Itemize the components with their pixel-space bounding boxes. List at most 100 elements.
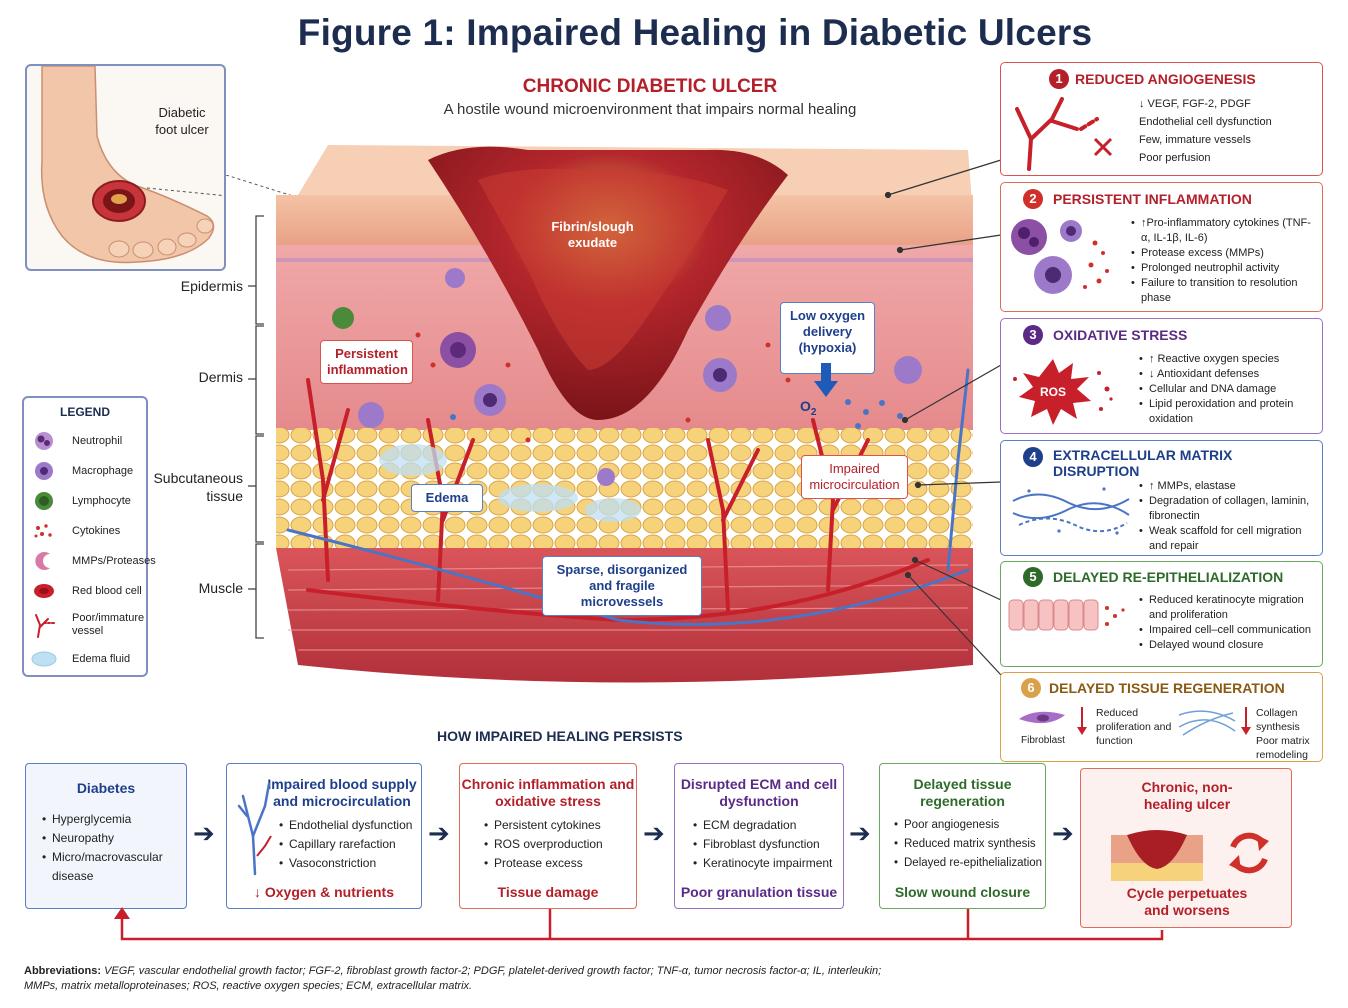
main-heading: CHRONIC DIABETIC ULCER: [522, 76, 778, 97]
panel-persistent-inflammation: 2 PERSISTENT INFLAMMATION ↑Pro-inflammat…: [1000, 182, 1323, 312]
flow-box-ecm: Disrupted ECM and cell dysfunction ECM d…: [674, 763, 844, 909]
edema-icon: [31, 651, 57, 667]
flow-box-footer: Cycle perpetuates and worsens: [1126, 885, 1248, 918]
foot-inset: Diabetic foot ulcer: [25, 64, 226, 271]
fibroblast-icon: [1019, 711, 1065, 724]
flow-box-title: Impaired blood supply and microcirculati…: [267, 776, 417, 809]
flow-arrow-icon: ➔: [428, 818, 450, 848]
callout-microvessels: Sparse, disorganized and fragile microve…: [542, 556, 702, 616]
flow-item: Protease excess: [484, 854, 634, 873]
panel-number: 5: [1023, 567, 1043, 587]
legend-item-edema: Edema fluid: [30, 646, 148, 672]
feedback-loop-arrow: [114, 907, 1164, 941]
panel-item: Reduced keratinocyte migration and proli…: [1139, 593, 1319, 623]
panel-delayed-reepithelialization: 5 DELAYED RE-EPITHELIALIZATION Reduced k…: [1000, 561, 1323, 667]
ulcer-block-icon: [1111, 830, 1203, 881]
callout-persistent-inflammation: Persistent inflammation: [320, 340, 413, 384]
panel-item: Cellular and DNA damage: [1139, 382, 1319, 397]
panel-title: DELAYED TISSUE REGENERATION: [1049, 680, 1285, 696]
flow-box-list: ECM degradation Fibroblast dysfunction K…: [693, 816, 843, 873]
o2-label: O2: [800, 398, 816, 418]
flow-item: Delayed re-epithelialization: [894, 854, 1046, 873]
flow-box-title: Disrupted ECM and cell dysfunction: [680, 776, 838, 809]
foot-inset-label: Diabetic foot ulcer: [155, 105, 209, 137]
panel-item: ↓ Antioxidant defenses: [1139, 367, 1319, 382]
callout-fibrin: Fibrin/slough exudate: [551, 219, 634, 250]
main-subheading: A hostile wound microenvironment that im…: [443, 101, 857, 118]
legend-title: LEGEND: [59, 405, 110, 419]
legend-label: Edema fluid: [72, 652, 131, 665]
panel-list: ↑Pro-inflammatory cytokines (TNF-α, IL-1…: [1131, 216, 1316, 306]
legend-item-neutrophil: Neutrophil: [30, 428, 148, 454]
legend-item-cytokines: Cytokines: [30, 518, 148, 544]
legend-item-macrophage: Macrophage: [30, 458, 148, 484]
flow-item: Hyperglycemia: [42, 810, 182, 829]
flow-box-list: Endothelial dysfunction Capillary rarefa…: [279, 816, 419, 873]
flow-item: Reduced matrix synthesis: [894, 835, 1046, 854]
abbreviations-line-1: Abbreviations: VEGF, vascular endothelia…: [24, 964, 1324, 979]
collagen-fibers-icon: [1178, 710, 1236, 736]
panel-title: PERSISTENT INFLAMMATION: [1053, 191, 1252, 207]
macrophage-icon: [35, 462, 53, 480]
callout-edema: Edema: [411, 484, 483, 512]
inflammatory-cells-icon: [1011, 219, 1109, 294]
panel-item: Poor perfusion: [1139, 152, 1211, 164]
panel-item: ↑ MMPs, elastase: [1139, 479, 1319, 494]
vessel-branch-icon: [237, 782, 272, 876]
legend-item-lymphocyte: Lymphocyte: [30, 488, 148, 514]
panel-item: Lipid peroxidation and protein oxidation: [1139, 397, 1319, 427]
vessel-icon: [35, 614, 55, 638]
flow-box-chronic-ulcer: Chronic, non-healing ulcer Cycle perpetu…: [1080, 768, 1292, 928]
flow-item: Micro/macrovascular disease: [42, 848, 182, 886]
legend-item-mmps: MMPs/Proteases: [30, 548, 156, 574]
flow-box-list: Persistent cytokines ROS overproduction …: [484, 816, 634, 873]
panel-item: Endothelial cell dysfunction: [1139, 116, 1272, 128]
flow-item: Neuropathy: [42, 829, 182, 848]
flow-arrow-icon: ➔: [849, 818, 871, 848]
flow-item: ECM degradation: [693, 816, 843, 835]
flow-item: Poor angiogenesis: [894, 816, 1046, 835]
flow-item: Fibroblast dysfunction: [693, 835, 843, 854]
flow-box-title: Diabetes: [76, 780, 136, 796]
keratinocytes-icon: [1008, 599, 1125, 631]
layer-label-epidermis: Epidermis: [180, 278, 243, 294]
panel-title: DELAYED RE-EPITHELIALIZATION: [1053, 569, 1284, 585]
panel-delayed-tissue-regeneration: 6 DELAYED TISSUE REGENERATION Fibroblast…: [1000, 672, 1323, 762]
flow-item: Vasoconstriction: [279, 854, 419, 873]
panel-connectors: [884, 159, 1002, 676]
panel-list: ↓ VEGF, FGF-2, PDGF Endothelial cell dys…: [1139, 97, 1272, 166]
panel-item: Degradation of collagen, laminin, fibron…: [1139, 494, 1319, 524]
panel-item: ↑Pro-inflammatory cytokines (TNF-α, IL-1…: [1131, 216, 1316, 246]
legend-item-vessel: Poor/immature vessel: [30, 608, 148, 642]
flow-arrow-icon: ➔: [193, 818, 215, 848]
panel-item: Delayed wound closure: [1139, 638, 1319, 653]
panel-number: 3: [1023, 325, 1043, 345]
flow-arrow-icon: ➔: [643, 818, 665, 848]
panel-item: Impaired cell–cell communication: [1139, 623, 1319, 638]
panel-item: Few, immature vessels: [1139, 134, 1251, 146]
ecm-fibers-icon: [1012, 487, 1130, 535]
panel-item: Weak scaffold for cell migration and rep…: [1139, 524, 1319, 554]
ros-badge: ROS: [1039, 385, 1066, 399]
panel-item: Prolonged neutrophil activity: [1131, 261, 1316, 276]
ros-burst-icon: [1013, 359, 1113, 425]
abbreviations-label: Abbreviations:: [24, 965, 102, 977]
panel-item: ↓ VEGF, FGF-2, PDGF: [1139, 98, 1251, 110]
layer-label-subcutaneous: Subcutaneous tissue: [153, 470, 243, 504]
fibroblast-label: Fibroblast: [1021, 735, 1065, 746]
flow-item: ROS overproduction: [484, 835, 634, 854]
cytokines-icon: [34, 524, 52, 538]
legend-label: Red blood cell: [72, 584, 142, 597]
abbreviations-line-2: MMPs, matrix metalloproteinases; ROS, re…: [24, 979, 1324, 994]
panel-title: OXIDATIVE STRESS: [1053, 327, 1188, 343]
flow-box-footer: Tissue damage: [497, 884, 599, 900]
callout-impaired-microcirculation: Impaired microcirculation: [801, 455, 908, 499]
legend-label: MMPs/Proteases: [72, 554, 156, 567]
flow-box-title: Chronic, non-healing ulcer: [1141, 779, 1233, 812]
flow-box-footer: ↓ Oxygen & nutrients: [253, 884, 395, 900]
flow-box-list: Hyperglycemia Neuropathy Micro/macrovasc…: [42, 810, 182, 886]
abbreviations-text-1: VEGF, vascular endothelial growth factor…: [101, 965, 882, 977]
legend-item-rbc: Red blood cell: [30, 578, 148, 604]
flow-arrow-icon: ➔: [1052, 818, 1074, 848]
flow-box-inflammation: Chronic inflammation and oxidative stres…: [459, 763, 637, 909]
